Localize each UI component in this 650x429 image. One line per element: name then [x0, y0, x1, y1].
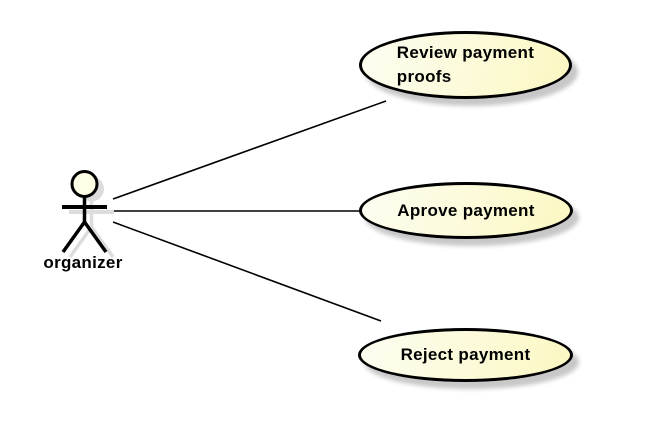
actor-head — [70, 170, 99, 198]
actor-stick-figure-icon[interactable] — [61, 170, 108, 254]
association-line-reject-payment[interactable] — [112, 221, 382, 322]
use-case-label: Reject payment — [400, 345, 531, 364]
use-case-review-payment-proofs[interactable]: Review payment proofs — [359, 31, 572, 99]
association-line-review-payment-proofs[interactable] — [112, 100, 387, 200]
use-case-aprove-payment[interactable]: Aprove payment — [359, 182, 573, 239]
use-case-label: Review payment proofs — [396, 43, 535, 86]
use-case-reject-payment[interactable]: Reject payment — [358, 328, 573, 382]
actor-legs — [61, 218, 108, 254]
use-case-label: Aprove payment — [397, 200, 535, 220]
actor-label: organizer — [43, 253, 123, 272]
